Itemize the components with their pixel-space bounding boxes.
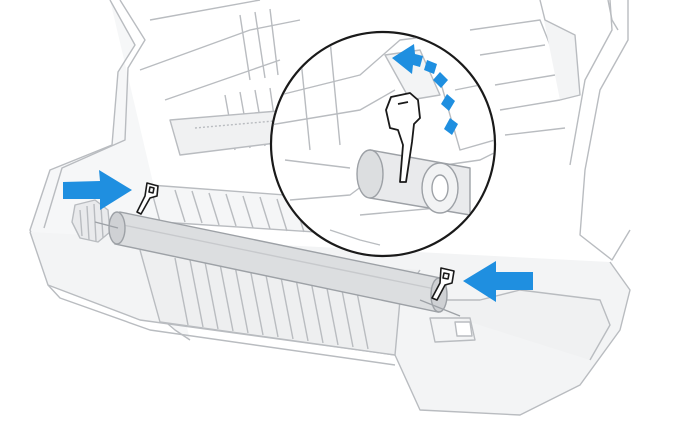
left-latch: [136, 182, 159, 215]
arrow-right-icon: [63, 170, 132, 210]
arrow-left-icon: [463, 261, 533, 302]
zoom-callout: [269, 30, 497, 258]
dashed-curved-arrow-icon: [392, 44, 458, 135]
zoomed-latch: [385, 92, 421, 183]
right-latch: [431, 267, 455, 301]
